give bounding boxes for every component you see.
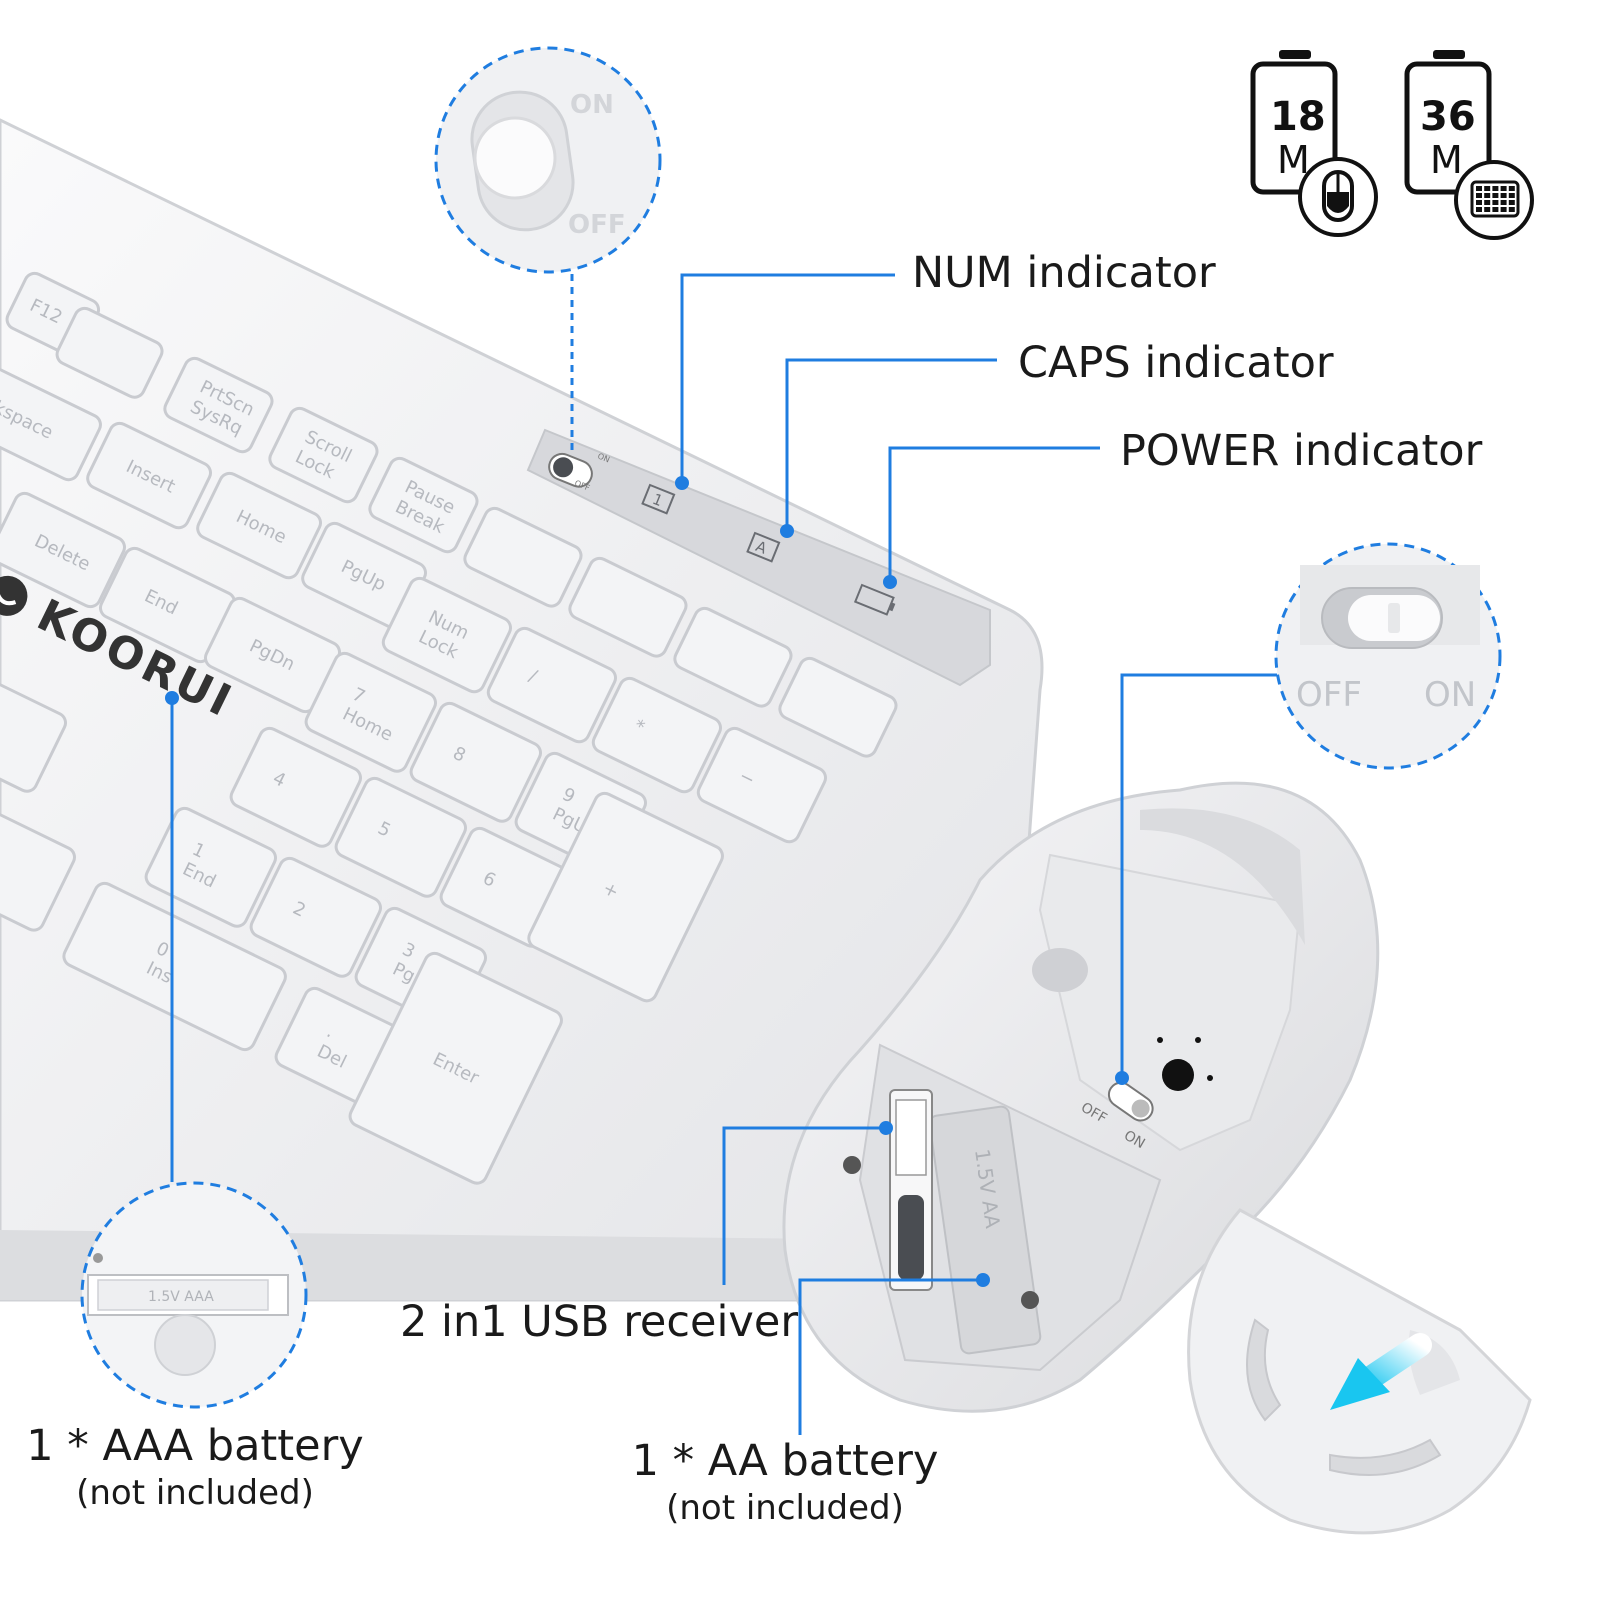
keycap[interactable]: 8 — [408, 700, 544, 825]
aa-leader — [798, 1278, 983, 1435]
keycap[interactable]: / — [485, 625, 619, 745]
aaa-battery-callout: 1 * AAA battery (not included) — [20, 1421, 370, 1513]
aaa-battery-note: (not included) — [76, 1473, 314, 1513]
mouse-sensor — [1032, 948, 1088, 992]
keycap[interactable]: Delete — [0, 490, 128, 610]
zoom-switch-off: OFF — [568, 210, 626, 240]
keycap[interactable]: * — [590, 675, 724, 795]
caps-indicator-label: CAPS indicator — [1018, 338, 1334, 388]
caps-leader — [785, 358, 997, 531]
mouse-battery-months: 18 — [1270, 94, 1326, 140]
keycap[interactable]: 4 — [228, 725, 364, 850]
power-indicator-label: POWER indicator — [1120, 426, 1483, 476]
keyboard-power-switch[interactable] — [545, 450, 596, 491]
keycap[interactable]: Insert — [84, 420, 214, 531]
aaa-battery-label: 1 * AAA battery — [26, 1421, 364, 1471]
screw — [843, 1156, 861, 1174]
usb-receiver-label: 2 in1 USB receiver — [400, 1297, 799, 1347]
mouse-switch-leader — [1120, 673, 1277, 1078]
keycap[interactable] — [672, 605, 795, 709]
zoom-mouse-on: ON — [1424, 675, 1476, 715]
keyboard-icon — [1470, 180, 1520, 218]
mouse-glide-pad — [1140, 808, 1305, 945]
aa-battery — [928, 1105, 1042, 1355]
aaa-battery-zoom: 1.5V AAA — [80, 1181, 308, 1409]
keyboard-switch-zoom: ON OFF — [434, 46, 662, 452]
keycap[interactable]: Enter — [347, 950, 565, 1187]
num-indicator-label: NUM indicator — [912, 248, 1216, 298]
mouse-power-switch[interactable] — [1104, 1078, 1157, 1125]
small-switch-on: ON — [596, 452, 611, 465]
indicator-strip — [526, 428, 991, 687]
aa-battery-note: (not included) — [666, 1488, 904, 1528]
aa-battery-label: 1 * AA battery — [631, 1436, 939, 1486]
mouse: OFF ON 1.5V AA — [782, 781, 1532, 1535]
keyboard-battery-badge: 36 M — [1404, 50, 1534, 240]
mouse-icon — [1322, 170, 1354, 222]
keyboard-battery-unit: M — [1430, 138, 1463, 182]
power-leader — [888, 446, 1100, 582]
zoom-switch-on: ON — [570, 90, 614, 120]
mouse-switch-zoom: OFF ON — [1274, 542, 1502, 770]
aa-battery-callout: 1 * AA battery (not included) — [620, 1436, 950, 1528]
mouse-pair-button[interactable] — [1162, 1059, 1194, 1091]
keycap[interactable]: PgDn — [202, 595, 343, 715]
num-leader — [680, 273, 895, 483]
power-indicator-icon — [853, 583, 896, 616]
aaa-battery-print: 1.5V AAA — [148, 1289, 214, 1305]
keycap[interactable] — [54, 305, 166, 401]
brand-mark-icon — [0, 575, 28, 616]
keycap[interactable] — [0, 800, 78, 933]
keycap[interactable]: 5 — [333, 775, 469, 900]
screw — [1021, 1291, 1039, 1309]
keycap[interactable]: Home — [194, 470, 324, 581]
zoom-mouse-off: OFF — [1296, 675, 1362, 715]
cover-open-arrow-icon — [1330, 1333, 1432, 1410]
mouse-battery-badge: 18 M — [1250, 50, 1378, 237]
keycap[interactable] — [462, 505, 585, 609]
keycap[interactable]: kspace — [0, 350, 104, 483]
mouse-battery-unit: M — [1277, 138, 1310, 182]
usb-leader — [722, 1126, 886, 1285]
keycap[interactable]: − — [695, 725, 829, 845]
leader-lines — [165, 273, 1277, 1435]
keycap[interactable]: 2 — [248, 855, 384, 980]
keycap[interactable] — [567, 555, 690, 659]
keycap[interactable] — [777, 655, 900, 759]
keycap[interactable]: + — [525, 790, 725, 1004]
keycap[interactable] — [0, 670, 69, 795]
keyboard-battery-months: 36 — [1420, 94, 1476, 140]
